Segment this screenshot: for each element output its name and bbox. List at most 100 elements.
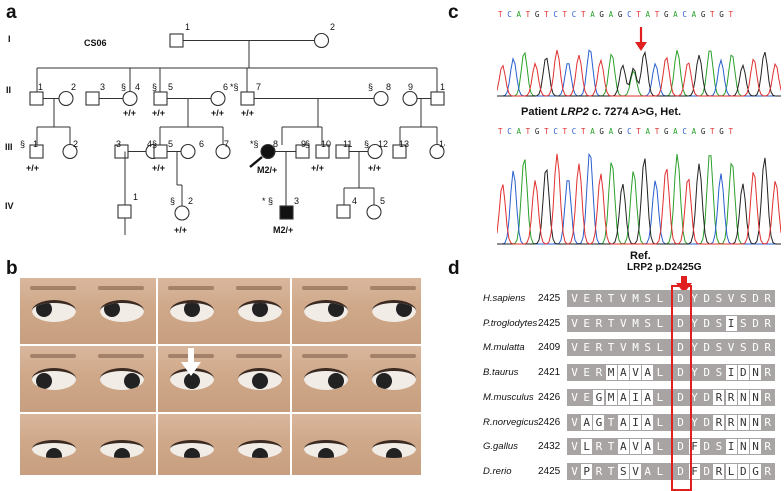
svg-text:9: 9: [408, 82, 413, 92]
species-name: D.rerio: [483, 465, 512, 477]
residue-position: 2426: [538, 416, 561, 428]
svg-text:§: §: [305, 139, 310, 149]
residue: T: [607, 292, 615, 305]
residue: D: [677, 341, 684, 355]
residue: M: [632, 341, 639, 355]
residue: R: [713, 414, 725, 430]
residue: L: [656, 366, 664, 380]
base-letter: A: [516, 127, 526, 136]
svg-text:*§: *§: [250, 139, 259, 149]
IV-4-male: [336, 204, 351, 219]
svg-text:5: 5: [380, 196, 385, 206]
patient-sequence-letters: TCATGTCTCTAGAGCTATGACAGTGT: [498, 10, 738, 19]
svg-text:+/+: +/+: [241, 108, 254, 118]
svg-text:M2/+: M2/+: [257, 165, 277, 175]
patient-arrow: [635, 27, 647, 51]
III-10-male: [315, 144, 330, 159]
svg-text:+/+: +/+: [152, 163, 165, 173]
residue: F: [689, 439, 700, 455]
svg-text:12: 12: [378, 139, 388, 149]
residue: Y: [691, 390, 698, 404]
base-letter: A: [590, 127, 600, 136]
residue: I: [725, 315, 737, 331]
generation-label-I: I: [8, 34, 11, 44]
base-letter: T: [562, 10, 572, 19]
residue: E: [583, 316, 590, 330]
residue: G: [593, 389, 605, 405]
residue: V: [619, 292, 627, 305]
base-letter: A: [691, 10, 701, 19]
base-letter: T: [710, 10, 720, 19]
II-2-female: [58, 90, 74, 107]
residue: V: [619, 341, 627, 355]
svg-text:2: 2: [71, 82, 76, 92]
panel-label-b: b: [6, 258, 18, 279]
svg-text:14: 14: [439, 139, 445, 149]
III-9-male: [295, 144, 310, 159]
residue: T: [607, 464, 615, 478]
reference-chromatogram: [497, 152, 781, 245]
residue: T: [607, 415, 615, 429]
residue: E: [583, 341, 590, 355]
residue: T: [607, 316, 615, 330]
IV-5-female: [366, 204, 382, 220]
base-letter: T: [498, 10, 508, 19]
residue: D: [752, 292, 759, 305]
eye-photo: [292, 278, 421, 344]
svg-text:11: 11: [343, 139, 352, 149]
eye-photo: [292, 414, 421, 475]
base-letter: T: [525, 127, 535, 136]
residue: D: [703, 415, 710, 429]
panel-label-a: a: [6, 2, 17, 23]
base-letter: C: [507, 10, 517, 19]
eye-drawing: [304, 368, 348, 390]
base-letter: C: [571, 127, 581, 136]
base-letter: T: [544, 127, 554, 136]
residue: D: [752, 341, 759, 355]
residue: D: [703, 440, 710, 454]
residue: D: [703, 464, 710, 478]
eye-drawing: [100, 300, 144, 322]
trace-T: [497, 153, 781, 245]
eye-photo: [20, 278, 156, 344]
residue: A: [617, 389, 629, 405]
residue: D: [703, 366, 710, 380]
eye-movement-photo-grid: [20, 278, 421, 475]
generation-label-II: II: [6, 85, 11, 95]
species-name: M.musculus: [483, 391, 534, 403]
residue: R: [713, 389, 725, 405]
residue: S: [644, 292, 651, 305]
residue: N: [750, 389, 761, 405]
I-1-male: [169, 33, 184, 48]
III-14-female: [429, 143, 445, 160]
III-12-female: [367, 143, 383, 160]
residue-position: 2425: [538, 317, 561, 329]
residue: A: [617, 414, 629, 430]
base-letter: G: [534, 127, 545, 136]
eye-photo: [158, 414, 290, 475]
base-letter: T: [636, 127, 646, 136]
residue: D: [703, 316, 710, 330]
III-1-male: [29, 144, 44, 159]
residue-position: 2425: [538, 465, 561, 477]
residue: N: [750, 414, 761, 430]
residue: V: [571, 292, 578, 305]
trace-G: [497, 157, 781, 245]
III-2-female: [62, 143, 78, 160]
residue: V: [630, 463, 641, 479]
residue: N: [737, 414, 749, 430]
residue: L: [656, 464, 664, 478]
species-name: R.norvegicus: [483, 416, 539, 428]
base-letter: T: [580, 127, 591, 136]
svg-text:8: 8: [386, 82, 391, 92]
residue: I: [725, 365, 737, 381]
eye-drawing: [238, 440, 282, 458]
II-9-female: [402, 90, 418, 107]
eye-drawing: [372, 368, 416, 390]
svg-text:1: 1: [133, 192, 138, 202]
base-letter: A: [691, 127, 701, 136]
II-1-male: [29, 91, 44, 106]
